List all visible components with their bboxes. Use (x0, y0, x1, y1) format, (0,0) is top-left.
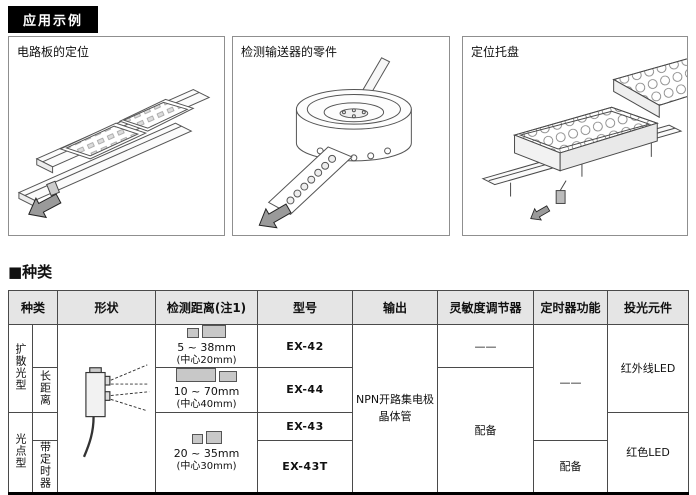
header-range: 检测距离(注1) (155, 290, 259, 325)
section-title-types: ■种类 (8, 263, 53, 281)
type-sub-with-timer: 带定时器 (31, 439, 59, 494)
model-cell-ex43: EX-43 (257, 411, 354, 441)
application-examples-row: 电路板的定位 (8, 36, 688, 236)
direction-arrow-icon (530, 205, 551, 221)
tray-positioning-illustration (481, 58, 687, 221)
range-center-value: (中心40mm) (176, 399, 237, 410)
emitter-cell-red: 红色LED (607, 411, 690, 494)
type-sub-long-distance: 长距离 (31, 367, 59, 413)
example-title-feeder: 检测输送器的零件 (241, 45, 338, 59)
table-header-row: 种类 形状 检测距离(注1) 型号 输出 灵敏度调节器 定时器功能 投光元件 (7, 290, 690, 325)
parts-feeder-illustration (258, 57, 412, 229)
range-cell-ex44: 10 ~ 70mm (中心40mm) (155, 367, 259, 413)
model-cell-ex42: EX-42 (257, 323, 354, 369)
example-box-tray: 定位托盘 (462, 36, 688, 236)
range-value: 5 ~ 38mm (177, 341, 236, 354)
range-cell-ex43: 20 ~ 35mm (中心30mm) (155, 411, 259, 494)
header-sensitivity: 灵敏度调节器 (437, 290, 535, 325)
timer-cell-top: —— (533, 324, 609, 441)
range-value: 20 ~ 35mm (173, 446, 240, 460)
timer-cell-equipped: 配备 (533, 439, 609, 494)
header-timer: 定时器功能 (533, 290, 609, 325)
example-title-tray: 定位托盘 (471, 45, 520, 59)
range-cell-ex42: 5 ~ 38mm (中心20mm) (155, 323, 259, 369)
direction-arrow-icon (28, 193, 62, 219)
example-title-pcb: 电路板的定位 (17, 45, 90, 59)
table-row-ex44: 长距离 10 ~ 70mm (中心40mm) EX-44 配备 (9, 367, 689, 494)
range-center-value: (中心30mm) (176, 460, 237, 472)
example-box-pcb: 电路板的定位 (8, 36, 225, 236)
sensitivity-cell-equipped: 配备 (437, 367, 535, 494)
model-cell-ex44: EX-44 (257, 367, 354, 413)
types-spec-table: 种类 形状 检测距离(注1) 型号 输出 灵敏度调节器 定时器功能 投光元件 扩… (7, 290, 690, 495)
header-kind: 种类 (7, 290, 59, 325)
range-bar-graphic (157, 430, 257, 444)
range-bar-graphic (157, 368, 257, 383)
direction-arrow-icon (258, 203, 292, 229)
sensor-shape-drawing (82, 364, 149, 458)
page-header-application-examples: 应用示例 (8, 6, 99, 33)
range-bar-graphic (157, 325, 257, 338)
type-subcell-empty (31, 323, 59, 369)
header-shape: 形状 (57, 290, 157, 325)
shape-cell (57, 324, 157, 494)
emitter-cell-infrared: 红外线LED (607, 324, 690, 413)
output-cell: NPN开路集电极晶体管 (352, 324, 439, 494)
model-cell-ex43t: EX-43T (257, 439, 354, 494)
table-row-ex43t: 带定时器 EX-43T 配备 (9, 439, 689, 494)
range-center-value: (中心20mm) (176, 354, 237, 366)
header-emitter: 投光元件 (607, 290, 690, 325)
example-box-feeder: 检测输送器的零件 (232, 36, 450, 236)
type-group-diffuse: 扩散光型 (8, 324, 33, 413)
type-group-spot: 光点型 (8, 411, 33, 494)
range-value: 10 ~ 70mm (173, 385, 240, 399)
sensor-icon (555, 180, 567, 204)
header-output: 输出 (352, 290, 439, 325)
pcb-conveyor-illustration (17, 88, 211, 219)
header-model: 型号 (257, 290, 354, 325)
type-subcell-empty (31, 411, 59, 441)
sensitivity-cell-ex42: —— (437, 323, 535, 369)
table-row-ex42: 扩散光型 (8, 323, 690, 494)
